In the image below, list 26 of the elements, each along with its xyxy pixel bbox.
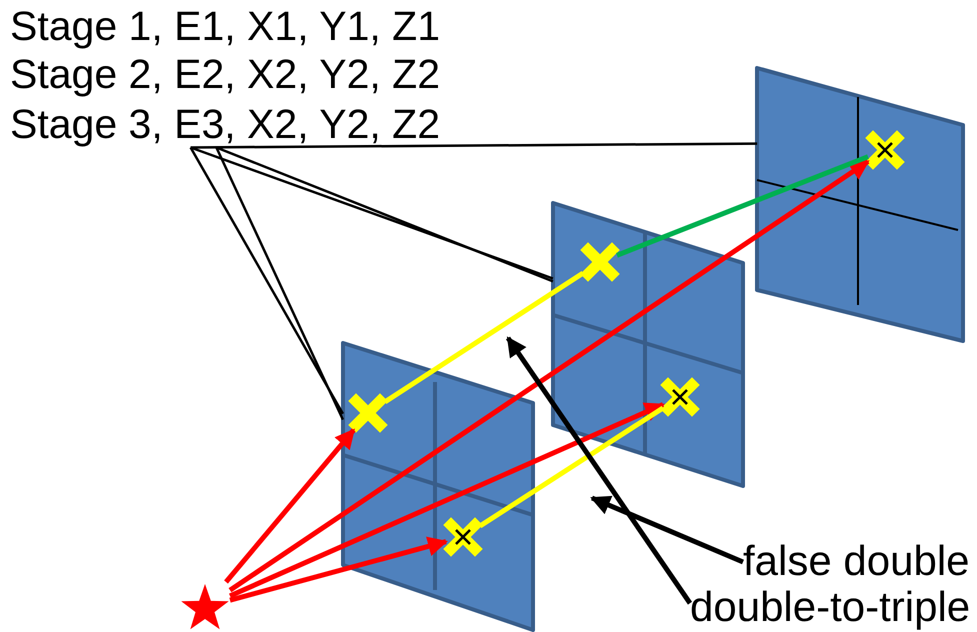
arrow	[590, 496, 744, 564]
hit-marker-icon	[663, 380, 697, 414]
hit-marker-icon	[868, 133, 902, 167]
cross-marker-icon	[583, 245, 617, 279]
arrow	[228, 159, 870, 592]
track-line	[478, 406, 664, 528]
hit-marker-icon	[446, 520, 480, 554]
detector-plane	[551, 201, 745, 488]
star-icon	[180, 582, 230, 632]
leader-line	[190, 146, 344, 414]
track-line	[384, 271, 584, 404]
cross-marker-icon	[351, 396, 385, 430]
detector-plane	[341, 341, 535, 632]
stage-label: Stage 3, E3, X2, Y2, Z2	[10, 102, 440, 148]
annotation-text: false double	[743, 538, 970, 586]
track-line	[616, 154, 869, 258]
arrow	[224, 428, 356, 584]
leader-line	[215, 146, 344, 420]
stage-label: Stage 2, E2, X2, Y2, Z2	[10, 52, 440, 98]
stage-label: Stage 1, E1, X1, Y1, Z1	[10, 4, 440, 50]
detector-plane	[755, 66, 965, 343]
arrow	[228, 402, 665, 598]
annotation-text: double-to-triple	[690, 584, 970, 632]
arrow	[506, 336, 692, 605]
leader-line	[190, 142, 758, 149]
arrow	[229, 536, 448, 603]
